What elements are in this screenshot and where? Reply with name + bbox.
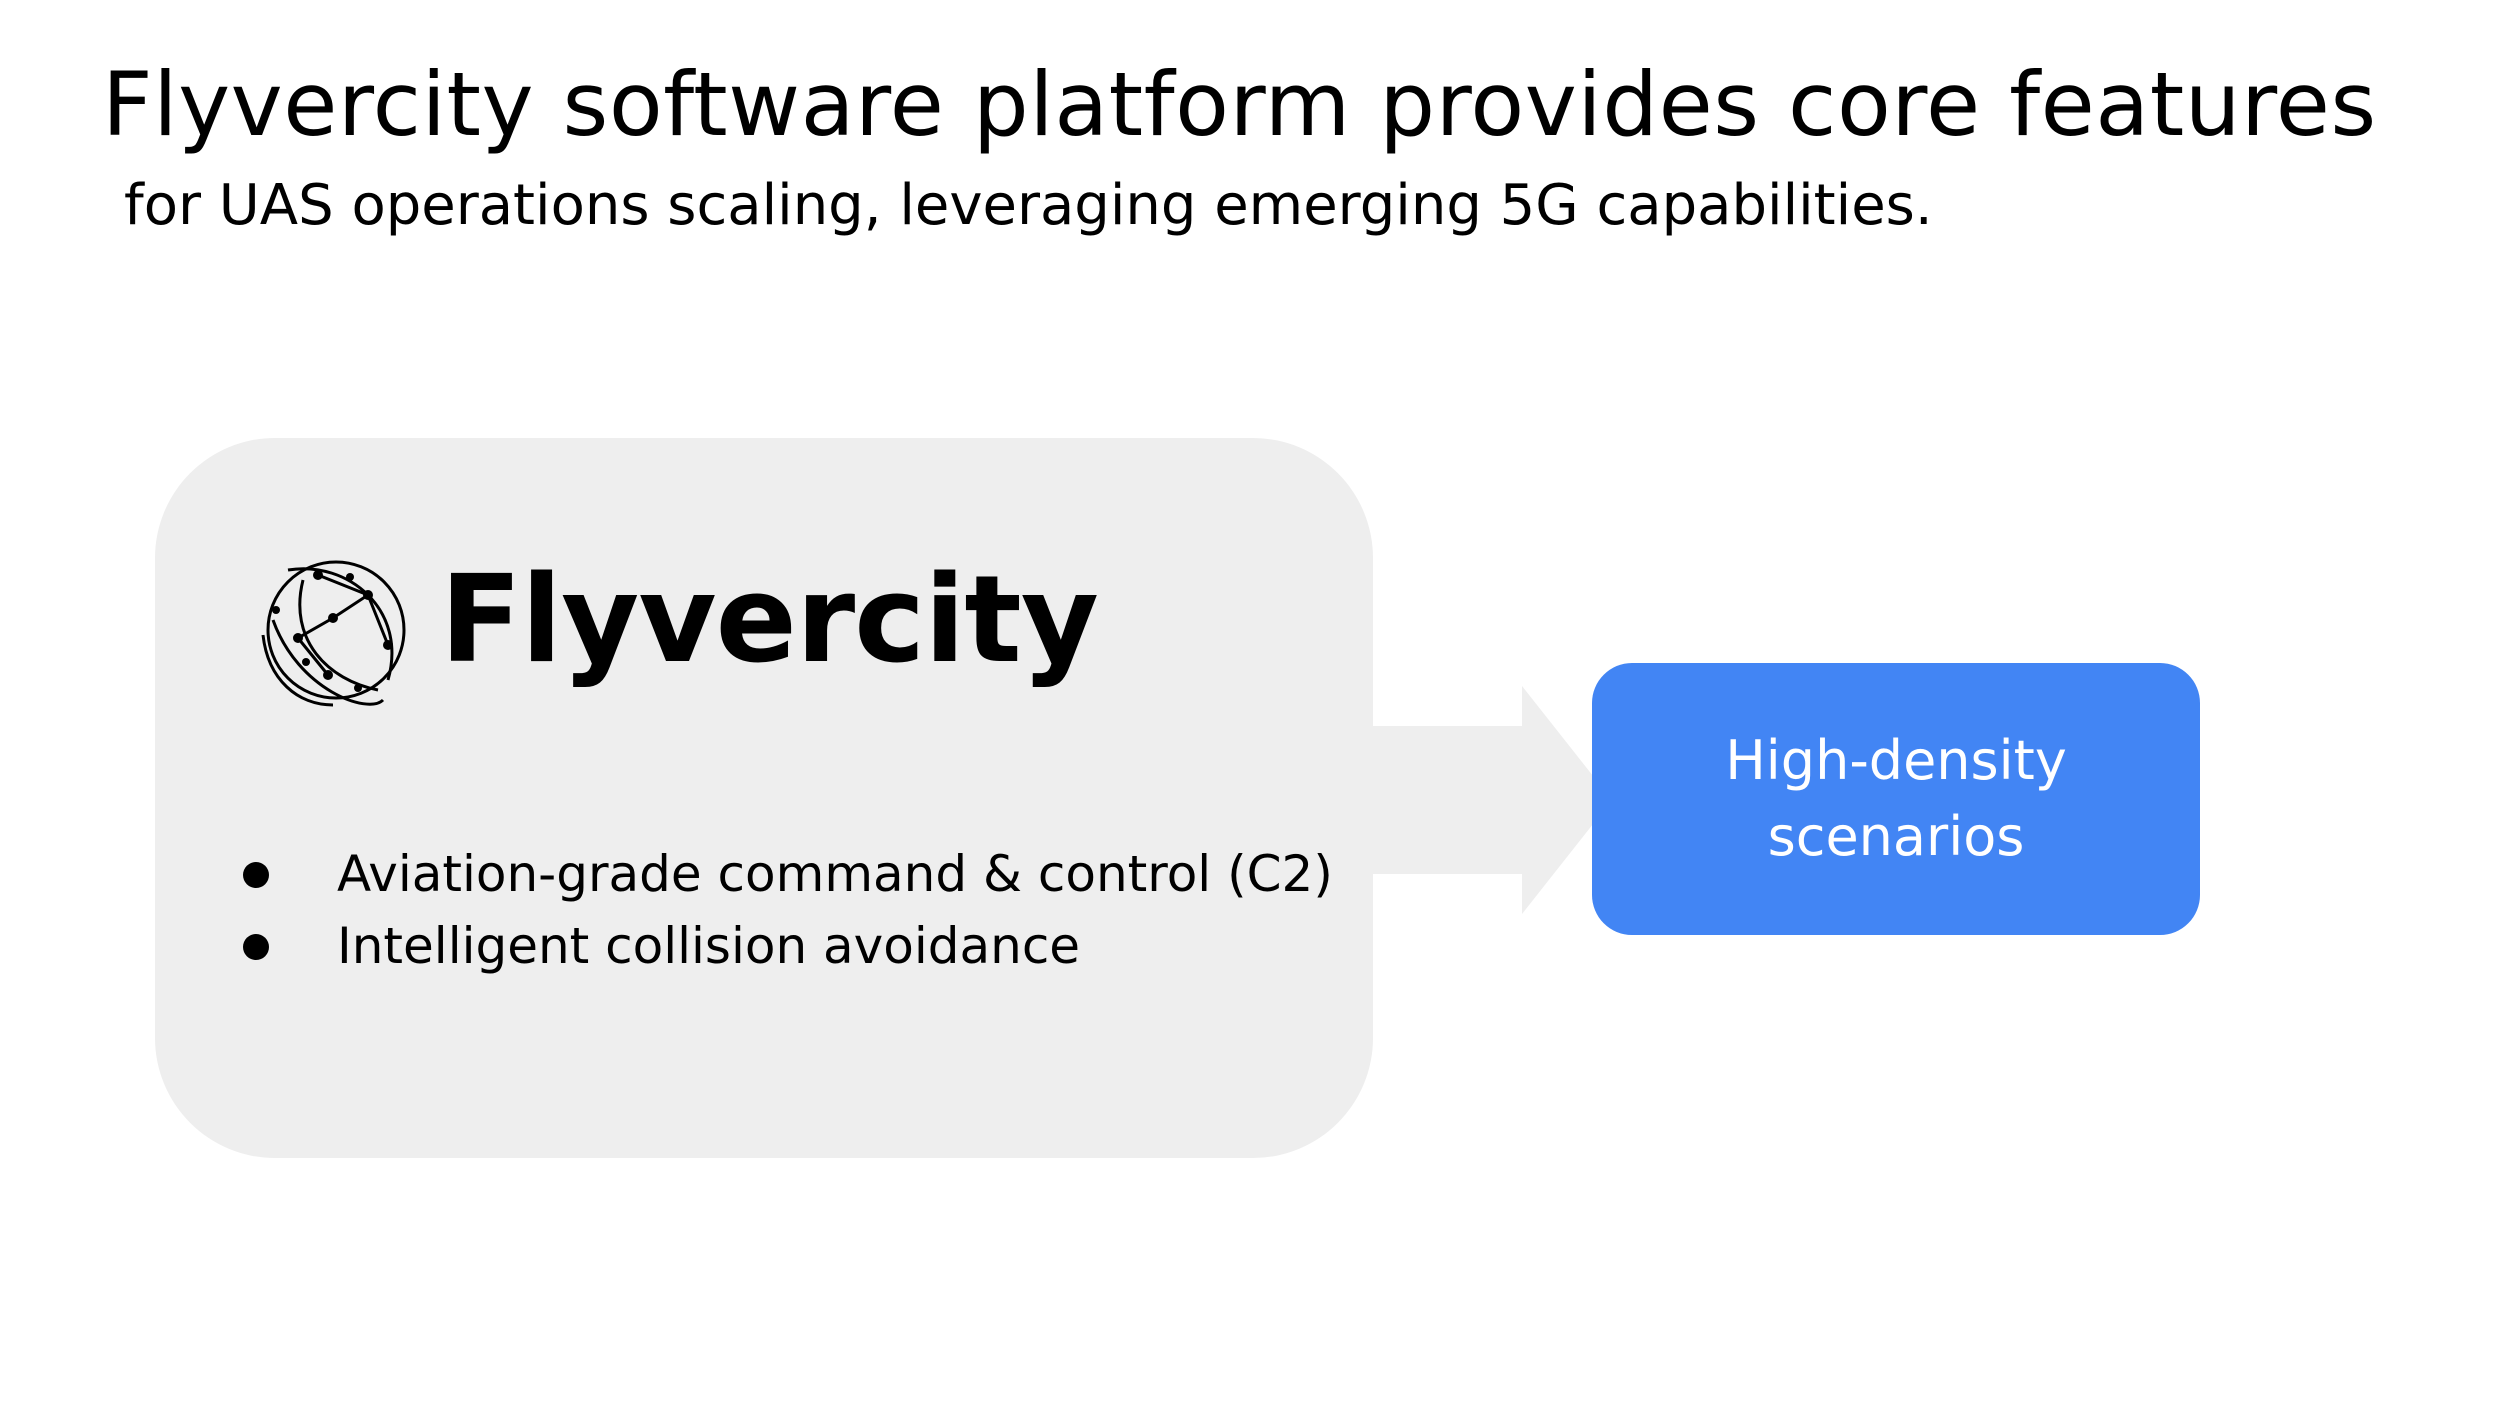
platform-box [155, 438, 1373, 1158]
feature-item: Aviation-grade command & control (C2) [235, 838, 1333, 910]
target-box: High-density scenarios [1592, 663, 2200, 935]
bullet-icon [243, 934, 269, 960]
feature-label: Intelligent collision avoidance [337, 917, 1081, 975]
bullet-icon [243, 862, 269, 888]
slide-title: Flyvercity software platform provides co… [102, 53, 2377, 156]
brand-wordmark: Flyvercity [440, 551, 1099, 690]
feature-label: Aviation-grade command & control (C2) [337, 845, 1333, 903]
slide-subtitle: for UAS operations scaling, leveraging e… [124, 173, 1933, 238]
feature-list: Aviation-grade command & control (C2) In… [235, 838, 1333, 982]
network-globe-icon [261, 560, 406, 707]
target-label: High-density scenarios [1725, 729, 2067, 868]
flow-arrow [1370, 686, 1612, 914]
feature-item: Intelligent collision avoidance [235, 910, 1333, 982]
